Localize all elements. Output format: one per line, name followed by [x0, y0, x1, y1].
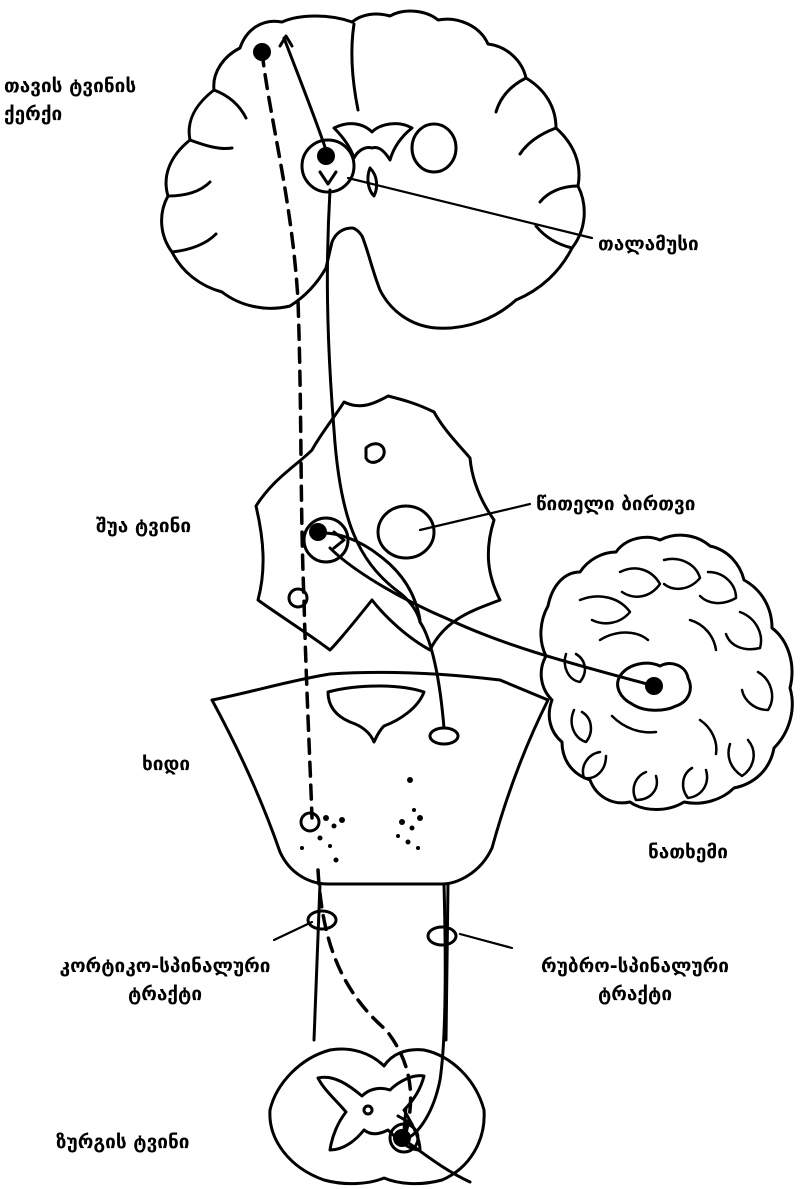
sulcus-left-1 — [214, 90, 246, 118]
midbrain-section — [256, 396, 500, 650]
corticospinal-tract-label: კორტიკო-სპინალური ტრაქტი — [30, 952, 300, 1008]
midline-fissure — [352, 24, 358, 110]
cerebral-cortex-label: თავის ტვინის ქერქი — [4, 72, 136, 128]
central-canal — [364, 1106, 372, 1114]
sulcus-left-3 — [168, 182, 210, 196]
spinal-trunk-left — [314, 884, 320, 1040]
rubrospinal-tract-label-line1: რუბრო-სპინალური — [500, 952, 770, 980]
spinal-rubrospinal-ring — [428, 927, 456, 945]
lateral-ventricles — [334, 124, 412, 160]
thalamus-neuron-soma — [317, 147, 335, 165]
pons-outline — [212, 672, 548, 884]
fourth-ventricle — [328, 686, 424, 742]
pons-corticospinal-ring — [301, 813, 319, 831]
sulcus-left-2 — [190, 140, 232, 149]
spinal-cord-label: ზურგის ტვინი — [56, 1128, 190, 1156]
spinal-motor-neuron-soma — [393, 1129, 411, 1147]
cerebellum-to-red-nucleus-fiber — [330, 548, 654, 686]
cerebellum-label: ნათხემი — [648, 838, 728, 866]
sulcus-right-3 — [540, 186, 578, 202]
midbrain-label: შუა ტვინი — [96, 512, 191, 540]
right-thalamus-outline — [412, 124, 456, 172]
third-ventricle — [368, 168, 377, 196]
sulcus-left-4 — [172, 234, 216, 252]
midbrain-outline — [256, 396, 500, 650]
sulcus-right-2 — [520, 128, 556, 154]
cortex-neuron-soma — [253, 43, 271, 61]
rubrospinal-tract-label-line2: ტრაქტი — [500, 980, 770, 1008]
thalamus-label: თალამუსი — [598, 230, 699, 258]
cerebral-aqueduct — [366, 444, 384, 463]
corticospinal-tract-label-line1: კორტიკო-სპინალური — [30, 952, 300, 980]
red-nucleus-neuron-soma — [309, 523, 327, 541]
spinal-corticospinal-ring — [308, 911, 336, 929]
rubrospinal-leader — [460, 934, 512, 948]
thalamus-leader — [348, 178, 592, 238]
pons-label: ხიდი — [142, 750, 190, 778]
spinal-cord-section — [270, 884, 484, 1184]
spinal-cross-section-outline — [270, 1049, 484, 1184]
dentate-neuron-soma — [645, 677, 663, 695]
red-nucleus-outline — [378, 506, 434, 558]
cerebrum-section — [162, 11, 585, 328]
pons-rubrospinal-ring — [430, 728, 458, 744]
left-red-nucleus-ring — [304, 518, 348, 562]
cerebellum-section — [541, 535, 792, 809]
sulcus-right-1 — [496, 78, 526, 112]
rubrospinal-tract-label: რუბრო-სპინალური ტრაქტი — [500, 952, 770, 1008]
corticospinal-leader — [274, 922, 312, 940]
cerebellar-folia — [565, 559, 772, 800]
corticospinal-tract-label-line2: ტრაქტი — [30, 980, 300, 1008]
midbrain-corticospinal-ring — [289, 589, 307, 607]
cerebellum-outline — [541, 535, 792, 809]
cerebral-cortex-label-line1: თავის ტვინის — [4, 72, 136, 100]
cerebral-cortex-label-line2: ქერქი — [4, 100, 136, 128]
red-nucleus-leader — [420, 504, 530, 530]
red-nucleus-label: წითელი ბირთვი — [536, 490, 695, 518]
right-hemisphere-outline — [352, 11, 584, 328]
arrow-thalamus-down — [320, 172, 336, 184]
pons-section — [212, 672, 548, 884]
cortex-to-thalamus-fiber — [284, 38, 326, 150]
